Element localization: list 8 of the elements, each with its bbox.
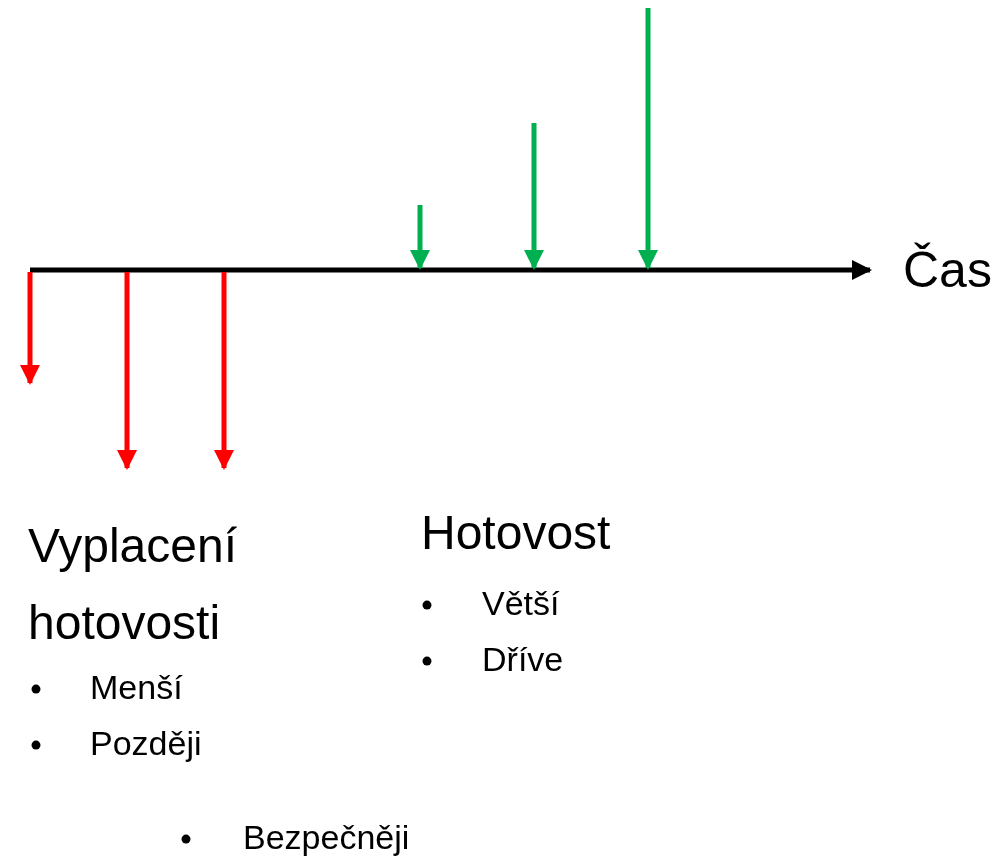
heading: Vyplacení hotovosti: [28, 518, 238, 651]
list-item: Menší: [90, 668, 183, 708]
list-item: Dříve: [482, 640, 564, 680]
heading: Hotovost: [421, 505, 611, 561]
list-item: Bezpečněji: [243, 818, 410, 858]
axis-label: Čas: [903, 242, 992, 300]
list-item: Větší: [482, 584, 560, 624]
list-item: Později: [90, 724, 202, 764]
